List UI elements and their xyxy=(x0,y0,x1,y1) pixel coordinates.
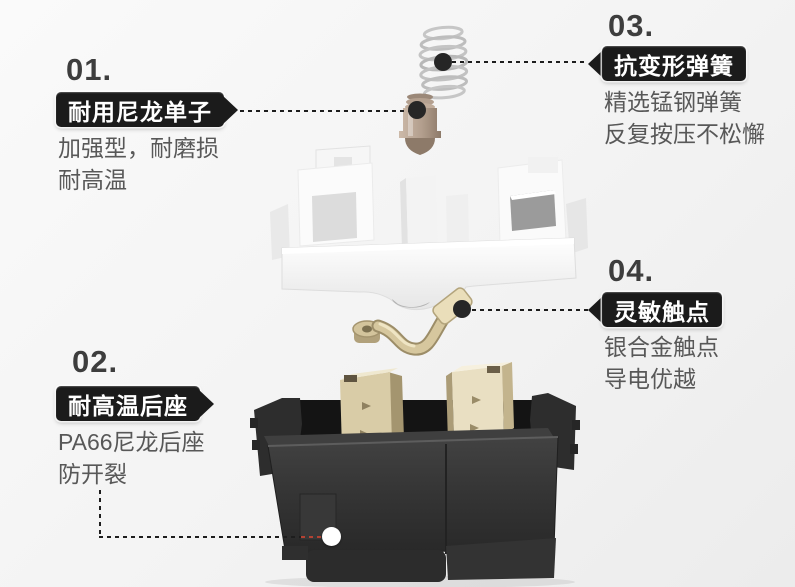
callout-04-desc-line1: 银合金触点 xyxy=(604,334,719,360)
leader-line-02-vertical xyxy=(99,490,101,537)
callout-04-description: 银合金触点 导电优越 xyxy=(604,331,719,395)
callout-02-arrow-right-icon xyxy=(198,388,214,419)
leader-line-02-horizontal xyxy=(99,536,303,538)
upper-housing-part xyxy=(270,145,588,311)
callout-04-number: 04. xyxy=(608,253,655,288)
leader-line-02-red-segment xyxy=(301,536,322,538)
callout-03-label-text: 抗变形弹簧 xyxy=(602,46,746,81)
callout-03-desc-line1: 精选锰钢弹簧 xyxy=(604,89,742,115)
callout-01-desc-line1: 加强型，耐磨损 xyxy=(58,135,219,161)
leader-dot-03 xyxy=(434,53,452,71)
callout-01-description: 加强型，耐磨损 耐高温 xyxy=(58,132,219,196)
callout-03-arrow-left-icon xyxy=(588,48,604,79)
leader-dot-04 xyxy=(453,300,471,318)
callout-03-number: 03. xyxy=(608,8,655,43)
leader-line-04 xyxy=(472,309,588,311)
callout-01-arrow-right-icon xyxy=(222,94,238,125)
callout-02-description: PA66尼龙后座 防开裂 xyxy=(58,426,205,490)
callout-03-label: 抗变形弹簧 xyxy=(588,46,746,81)
callout-01-label: 耐用尼龙单子 xyxy=(56,92,238,127)
callout-01-desc-line2: 耐高温 xyxy=(58,167,127,193)
leader-dot-02-white xyxy=(322,527,341,546)
leader-line-03 xyxy=(452,61,588,63)
gold-terminal-left xyxy=(340,368,404,450)
callout-03-desc-line2: 反复按压不松懈 xyxy=(604,121,765,147)
leader-dot-01 xyxy=(408,101,426,119)
gold-terminal-right xyxy=(446,362,514,443)
callout-02-desc-line1: PA66尼龙后座 xyxy=(58,429,205,455)
callout-04-desc-line2: 导电优越 xyxy=(604,366,696,392)
callout-03-description: 精选锰钢弹簧 反复按压不松懈 xyxy=(604,86,765,150)
callout-04-label: 灵敏触点 xyxy=(588,292,722,327)
callout-02-label-text: 耐高温后座 xyxy=(56,386,200,421)
silver-alloy-contact-part xyxy=(352,287,473,356)
callout-04-arrow-left-icon xyxy=(588,294,604,325)
callout-04-label-text: 灵敏触点 xyxy=(602,292,722,327)
callout-02-label: 耐高温后座 xyxy=(56,386,214,421)
black-base-housing-part xyxy=(250,362,580,582)
callout-01-number: 01. xyxy=(66,52,113,87)
callout-01-label-text: 耐用尼龙单子 xyxy=(56,92,224,127)
callout-02-desc-line2: 防开裂 xyxy=(58,461,127,487)
leader-line-01 xyxy=(232,110,412,112)
callout-02-number: 02. xyxy=(72,344,119,379)
